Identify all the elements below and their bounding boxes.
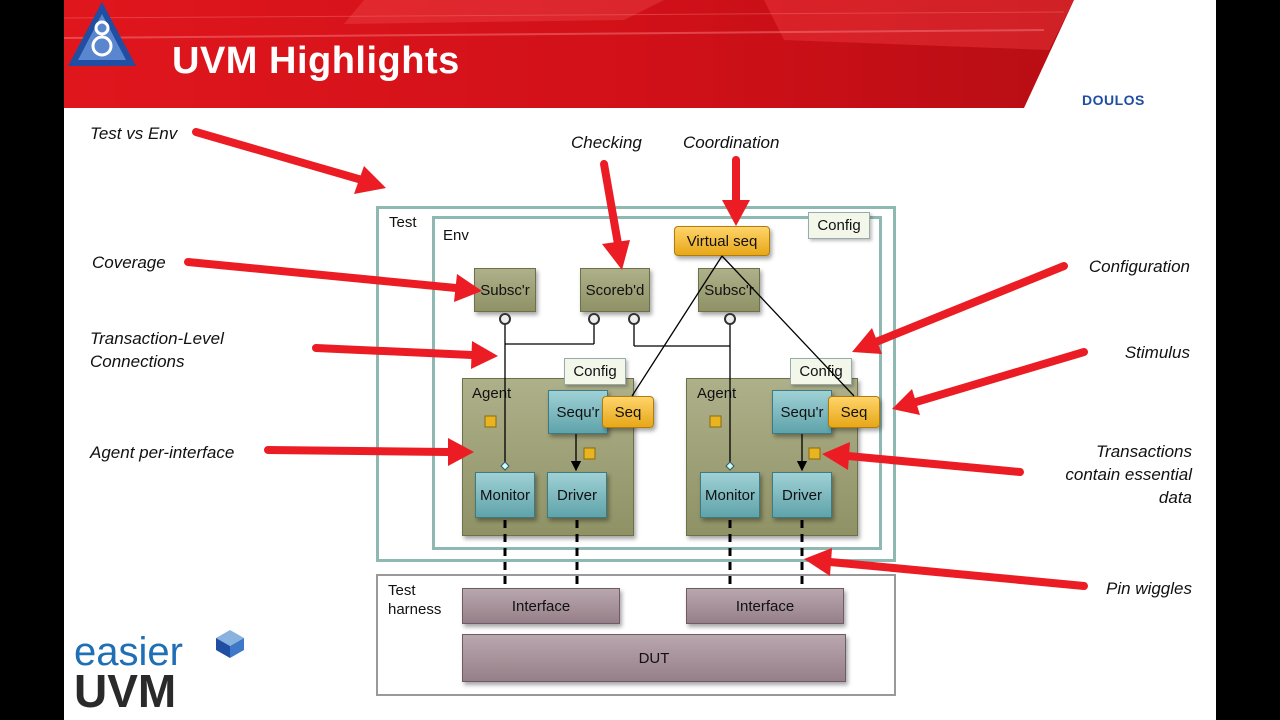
- callout-stimulus: Stimulus: [1124, 343, 1190, 362]
- callout-coverage: Coverage: [92, 253, 166, 272]
- monitor-right: Monitor: [700, 472, 760, 518]
- header-background: [64, 0, 1074, 108]
- agent-right-label: Agent: [697, 385, 737, 402]
- callout-transactions-line2: contain essential: [1065, 465, 1192, 484]
- callout-configuration: Configuration: [1088, 257, 1190, 276]
- harness-label-1: Test: [388, 582, 416, 599]
- env-label: Env: [443, 227, 469, 244]
- callout-pin-wiggles: Pin wiggles: [1106, 579, 1192, 598]
- easier-uvm-logo-line1: easier: [74, 630, 183, 674]
- easier-uvm-logo-line2: UVM: [74, 665, 177, 717]
- driver-right: Driver: [772, 472, 832, 518]
- sequencer-right: Sequ'r: [772, 390, 832, 434]
- agent-left-config: Config: [564, 358, 626, 385]
- env-frame: [432, 216, 882, 550]
- agent-right-config: Config: [790, 358, 852, 385]
- callout-transactions-line1: Transactions: [1095, 442, 1192, 461]
- harness-label-2: harness: [388, 601, 442, 618]
- test-harness-frame: [376, 574, 896, 696]
- seq-left: Seq: [602, 396, 654, 428]
- callout-tlm-line2: Connections: [90, 352, 185, 371]
- virtual-seq: Virtual seq: [674, 226, 770, 256]
- callout-tlm-line1: Transaction-Level: [90, 329, 224, 348]
- callout-transactions-line3: data: [1158, 488, 1192, 507]
- driver-left: Driver: [547, 472, 607, 518]
- dut: DUT: [462, 634, 846, 682]
- test-label: Test: [389, 214, 417, 231]
- env-config: Config: [808, 212, 870, 239]
- scoreboard: Scoreb'd: [580, 268, 650, 312]
- slide-title: UVM Highlights: [172, 40, 460, 82]
- agent-left-label: Agent: [472, 385, 512, 402]
- connections: [184, 128, 1088, 590]
- cube-icon: [216, 630, 244, 658]
- callout-checking: Checking: [571, 133, 642, 152]
- callout-agent-per-interface: Agent per-interface: [90, 443, 235, 462]
- callout-test-vs-env: Test vs Env: [90, 124, 178, 143]
- interface-right: Interface: [686, 588, 844, 624]
- test-frame: [376, 206, 896, 562]
- seq-right: Seq: [828, 396, 880, 428]
- doulos-logo-icon: [68, 2, 136, 66]
- subscriber-left: Subsc'r: [474, 268, 536, 312]
- brand-name: DOULOS: [1082, 92, 1145, 108]
- interface-left: Interface: [462, 588, 620, 624]
- subscriber-right: Subsc'r: [698, 268, 760, 312]
- monitor-left: Monitor: [475, 472, 535, 518]
- header-banner: UVM Highlights DOULOS: [64, 0, 1216, 108]
- slide: UVM Highlights DOULOS Test Env Test harn…: [64, 0, 1216, 720]
- callout-coordination: Coordination: [683, 133, 780, 152]
